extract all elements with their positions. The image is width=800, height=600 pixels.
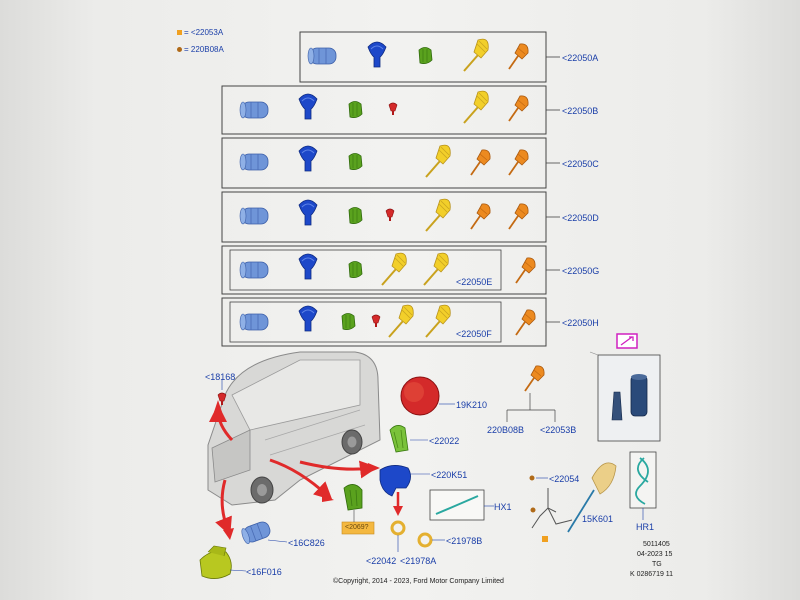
row-label-22050b: <22050B [562,106,599,116]
row-label-22050c: <22050C [562,159,599,169]
part-15k601 [567,462,617,533]
row-label-22050d: <22050D [562,213,599,223]
row-frame-22050b [221,85,560,135]
callout-16f016: <16F016 [246,567,282,577]
part-hx1 [429,489,494,521]
arrow-heads [214,400,380,540]
van-illustration [207,351,381,506]
callout-19k210: 19K210 [456,400,488,410]
ref-line-3: TG [652,561,662,568]
callout-15k601: 15K601 [582,514,614,524]
legend-item-220b08a: = 220B08A [177,45,224,54]
legend-text: = 220B08A [184,45,224,54]
row-frame-22050h [221,297,560,347]
part-20697 [341,484,375,535]
row-frame-22050c [221,137,560,189]
part-19k210 [400,376,455,416]
part-22042-rings [390,520,445,552]
brown-dot-icon [177,47,182,53]
location-arrows [209,404,378,536]
row-label-22050g: <22050G [562,266,600,276]
callout-16c826: <16C826 [288,538,325,548]
row-frame-22050g [221,245,560,295]
callout-hr1: HR1 [636,522,655,532]
row-label-22050a: <22050A [562,53,599,63]
callout-20697: <2069? [345,524,369,531]
callout-21978b: <21978B [446,536,483,546]
inner-label-22050e: <22050E [456,277,493,287]
inner-label-22050f: <22050F [456,329,492,339]
callout-18168: <18168 [205,372,236,382]
row-frame-22050a [299,31,560,83]
ref-line-2: 04-2023 15 [637,551,673,558]
ref-line-1: 5011405 [643,541,670,548]
part-16c826 [239,519,288,546]
callout-hx1: HX1 [494,502,512,512]
part-22022 [389,425,428,453]
callout-22042: <22042 [366,556,397,566]
legend-text: = <22053A [184,28,224,37]
row-label-22050h: <22050H [562,318,599,328]
callout-22053b: <22053B [540,425,577,435]
part-18168 [217,380,227,406]
part-220k51 [379,465,430,516]
inset-kit [589,333,661,442]
legend-item-22053a: = <22053A [177,28,223,37]
callout-220k51: <220K51 [431,470,468,480]
part-hr1 [629,451,657,520]
part-220b08b-22053b [506,365,556,422]
part-22054 [529,475,573,542]
callout-220b08b: 220B08B [487,425,525,435]
row-frame-22050d [221,191,560,243]
part-16f016 [199,545,247,579]
ref-line-4: K 0286719 11 [630,571,674,578]
callout-22054: <22054 [549,474,580,484]
copyright-text: ©Copyright, 2014 - 2023, Ford Motor Comp… [333,578,504,585]
callout-22022: <22022 [429,436,460,446]
callout-21978a: <21978A [400,556,437,566]
orange-square-icon [177,30,182,36]
